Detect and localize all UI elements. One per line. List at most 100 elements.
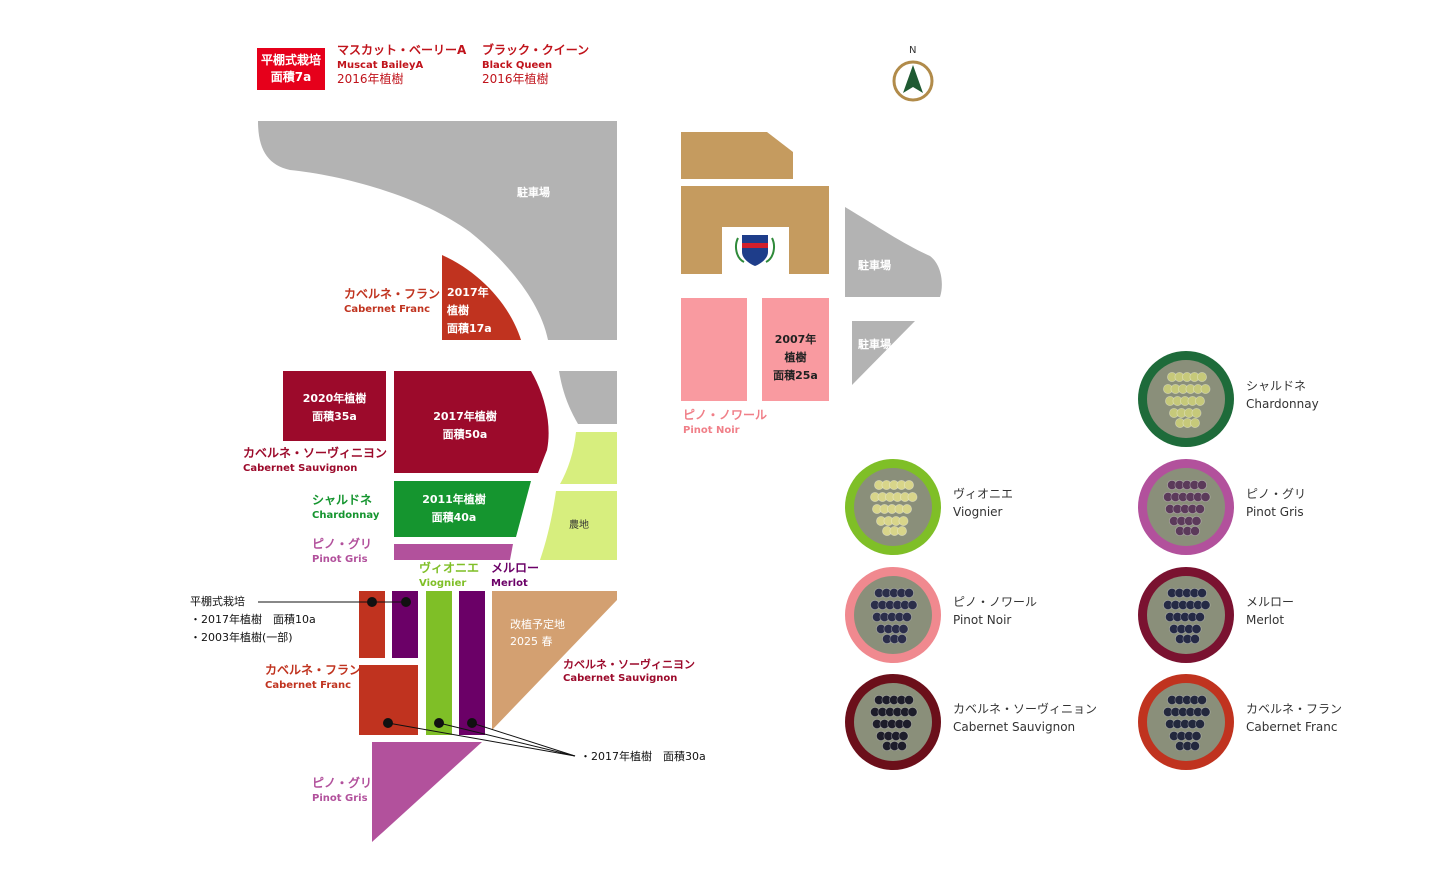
plot-pn-2007-l1: 2007年 — [774, 333, 817, 346]
label-pg-top-ja: ピノ・グリ — [312, 537, 373, 551]
trellis-badge-bg — [257, 48, 325, 90]
plot-merlot-tall[interactable] — [459, 591, 485, 735]
compass-icon — [892, 60, 934, 102]
black-queen-ja: ブラック・クイーン — [482, 43, 590, 57]
variety-6-ja: カベルネ・フラン — [1246, 702, 1343, 716]
label-pg-bottom-ja: ピノ・グリ — [312, 776, 373, 790]
plot-cf-2017-l3: 面積17a — [447, 322, 492, 335]
label-cabernet-franc-bottom: カベルネ・フラン Cabernet Franc — [265, 663, 361, 692]
plot-pn-2007-text: 2007年 植樹 面積25a — [762, 331, 829, 385]
plot-pn-2007-l3: 面積25a — [773, 369, 818, 382]
label-viognier: ヴィオニエ Viognier — [419, 561, 479, 590]
plot-cs-2020-l2: 面積35a — [312, 410, 357, 423]
plot-cs-2017-text: 2017年植樹 面積50a — [394, 408, 536, 444]
label-pinot-noir: ピノ・ノワール Pinot Noir — [683, 408, 767, 437]
variety-3-ja: ピノ・ノワール — [953, 595, 1038, 609]
label-merlot: メルロー Merlot — [491, 561, 539, 590]
plot-cf-2017-text: 2017年 植樹 面積17a — [447, 284, 492, 338]
green-grape-icon — [870, 479, 918, 537]
variety-1: ヴィオニエ Viognier — [953, 485, 1013, 521]
trellis-badge-text: 平棚式栽培 面積7a — [257, 52, 325, 86]
plot-ch-2011-text: 2011年植樹 面積40a — [394, 491, 514, 527]
plot-viognier[interactable] — [426, 591, 452, 735]
note-area30: ・2017年植樹 面積30a — [580, 750, 706, 763]
parking-strip — [559, 371, 617, 424]
muscat-year: 2016年植樹 — [337, 71, 404, 86]
label-cabernet-sauvignon-left: カベルネ・ソーヴィニヨン Cabernet Sauvignon — [243, 446, 387, 475]
variety-4-en: Merlot — [1246, 613, 1285, 627]
plot-pinot-noir-2007[interactable] — [762, 298, 829, 401]
parking-area-right-bottom — [852, 321, 915, 385]
plot-replant-text: 改植予定地 2025 春 — [510, 616, 565, 650]
variety-circle-6 — [1138, 674, 1234, 770]
variety-0-en: Chardonnay — [1246, 397, 1319, 411]
variety-circle-3 — [845, 567, 941, 663]
label-cabernet-franc-top: カベルネ・フラン Cabernet Franc — [344, 287, 440, 316]
black-queen-en: Black Queen — [482, 59, 553, 71]
trellis-badge-line2: 面積7a — [270, 70, 312, 84]
plot-pinot-gris-strip[interactable] — [394, 544, 513, 560]
variety-6: カベルネ・フラン Cabernet Franc — [1246, 700, 1342, 736]
dark-grape-icon — [1163, 695, 1211, 752]
variety-5: カベルネ・ソーヴィニョン Cabernet Sauvignon — [953, 700, 1097, 736]
parking-right-bottom-label: 駐車場 — [858, 338, 891, 351]
note-trellis-l2: ・2017年植樹 面積10a — [190, 613, 316, 626]
variety-4: メルロー Merlot — [1246, 593, 1294, 629]
black-queen-label: ブラック・クイーン Black Queen 2016年植樹 — [482, 43, 589, 87]
label-chardonnay-en: Chardonnay — [312, 509, 380, 521]
label-cf-bottom-ja: カベルネ・フラン — [265, 663, 362, 677]
label-pinot-noir-en: Pinot Noir — [683, 424, 740, 436]
plot-cabernet-sauvignon-2017[interactable] — [394, 371, 549, 473]
plot-pinot-gris-bottom[interactable] — [372, 742, 482, 842]
parking-area-main — [258, 121, 617, 340]
label-merlot-ja: メルロー — [491, 561, 540, 575]
plot-chardonnay-2011[interactable] — [394, 481, 531, 537]
label-cs-right-ja: カベルネ・ソーヴィニヨン — [563, 658, 695, 671]
farm-strip — [560, 432, 617, 484]
label-cf-top-en: Cabernet Franc — [344, 303, 431, 315]
winery-logo-icon — [735, 235, 775, 266]
plot-ch-2011-l1: 2011年植樹 — [422, 493, 486, 506]
variety-0: シャルドネ Chardonnay — [1246, 377, 1319, 413]
variety-3-en: Pinot Noir — [953, 613, 1012, 627]
variety-circle-0 — [1138, 351, 1234, 447]
farm-label: 農地 — [569, 520, 589, 531]
plot-cs-2020-text: 2020年植樹 面積35a — [283, 390, 386, 426]
label-cs-right-en: Cabernet Sauvignon — [563, 673, 678, 685]
plot-replant[interactable] — [492, 591, 617, 730]
plot-cs-2017-l1: 2017年植樹 — [433, 410, 497, 423]
plot-replant-l1: 改植予定地 — [510, 618, 565, 631]
label-pinot-gris-bottom: ピノ・グリ Pinot Gris — [312, 776, 372, 805]
green-grape-icon — [1163, 371, 1211, 428]
dark-grape-icon — [1163, 479, 1211, 537]
trellis-badge-line1: 平棚式栽培 — [260, 53, 321, 67]
variety-circle-1 — [845, 459, 941, 555]
parking-right-top-label: 駐車場 — [858, 259, 891, 272]
muscat-en: Muscat BaileyA — [337, 59, 424, 71]
plot-cabernet-sauvignon-2020[interactable] — [283, 371, 386, 441]
variety-0-ja: シャルドネ — [1246, 379, 1307, 393]
label-chardonnay: シャルドネ Chardonnay — [312, 493, 379, 522]
note-trellis-l1: 平棚式栽培 — [190, 595, 245, 608]
dark-grape-icon — [870, 588, 918, 645]
label-cabernet-sauvignon-right: カベルネ・ソーヴィニヨン Cabernet Sauvignon — [563, 658, 695, 685]
note-trellis-l3: ・2003年植樹(一部) — [190, 631, 293, 644]
leader-lines — [258, 597, 576, 757]
label-cf-bottom-en: Cabernet Franc — [265, 679, 352, 691]
plot-cf-2017-l2: 植樹 — [447, 304, 469, 317]
variety-circle-4 — [1138, 567, 1234, 663]
black-queen-year: 2016年植樹 — [482, 71, 549, 86]
plot-pinot-noir-left[interactable] — [681, 298, 747, 401]
muscat-ja: マスカット・ベーリーA — [337, 43, 467, 57]
plot-cabernet-franc-2017[interactable] — [442, 255, 521, 340]
label-pg-top-en: Pinot Gris — [312, 553, 368, 565]
plot-cs-2020-l1: 2020年植樹 — [302, 392, 367, 405]
dark-grape-icon — [870, 695, 918, 752]
variety-1-ja: ヴィオニエ — [953, 487, 1014, 501]
farm-area — [540, 491, 617, 560]
label-chardonnay-ja: シャルドネ — [312, 493, 373, 507]
muscat-label: マスカット・ベーリーA Muscat BaileyA 2016年植樹 — [337, 43, 466, 87]
parking-main-label: 駐車場 — [517, 186, 550, 199]
variety-3: ピノ・ノワール Pinot Noir — [953, 593, 1037, 629]
